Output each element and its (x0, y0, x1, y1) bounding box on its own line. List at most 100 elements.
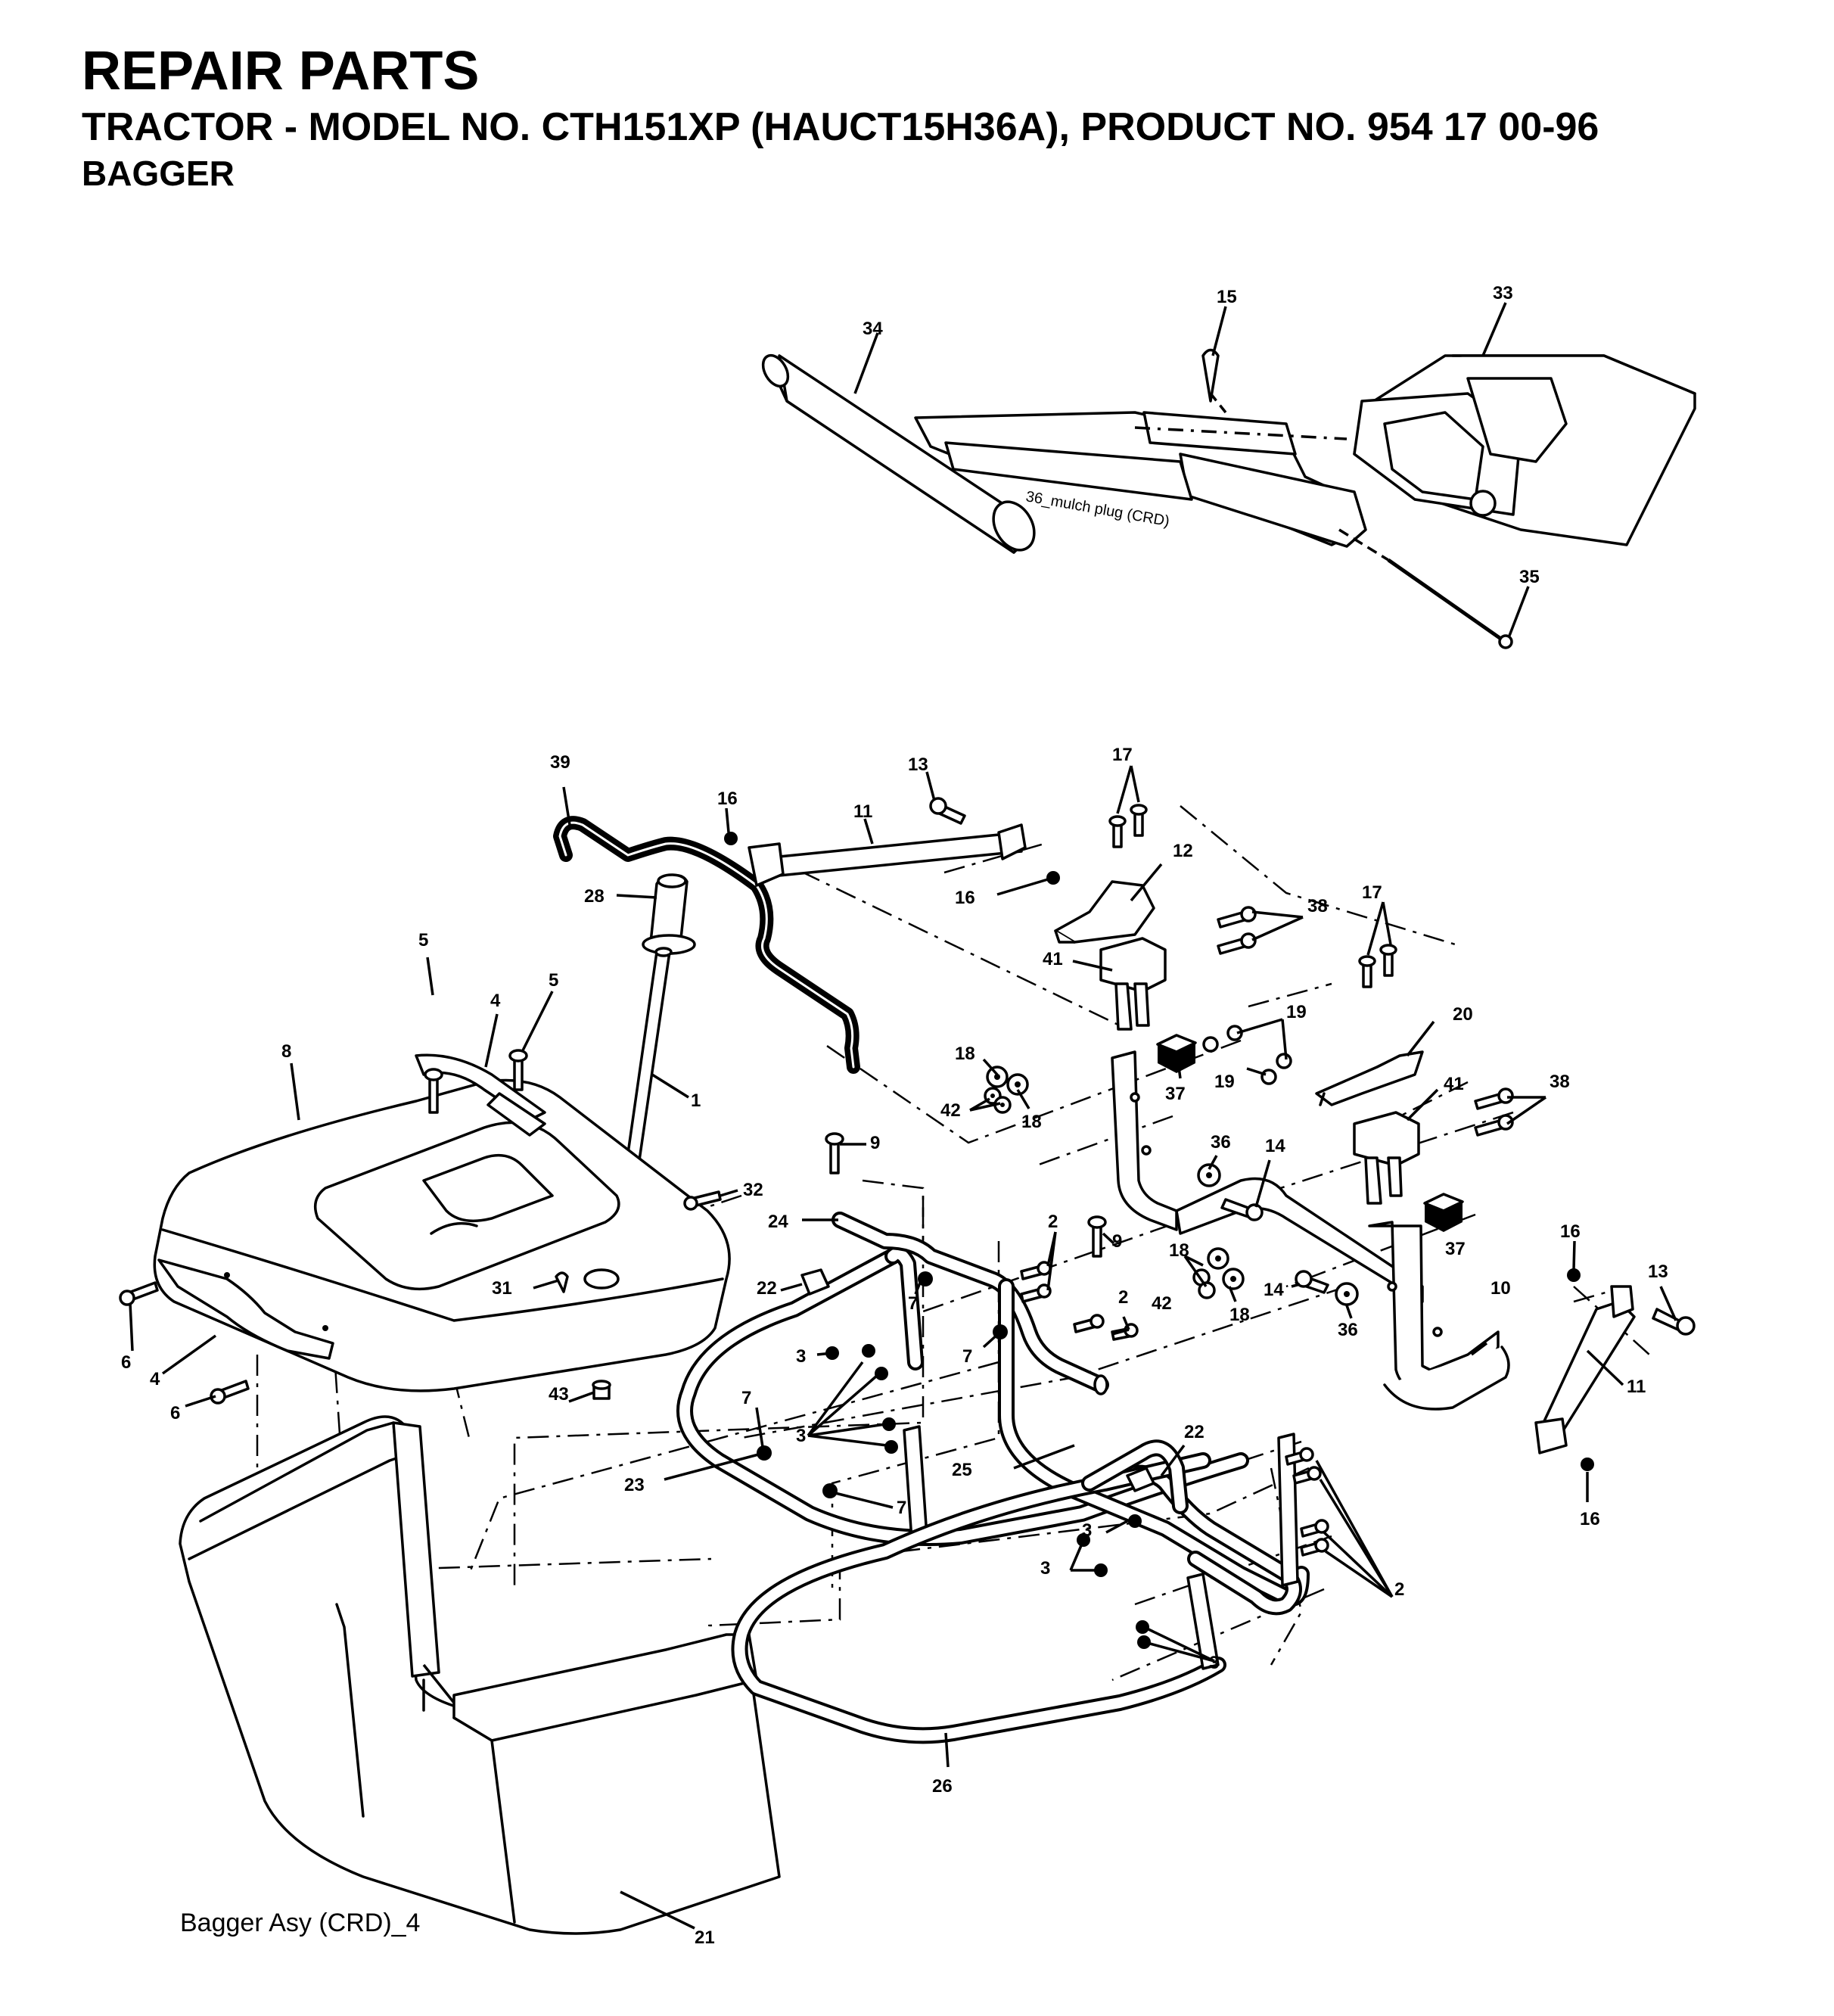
callout-36: 36 (1211, 1132, 1231, 1153)
part-34-handle-tube (761, 353, 1036, 554)
callout-6: 6 (170, 1403, 180, 1423)
callout-31: 31 (492, 1278, 512, 1299)
part-39-handle-rod (553, 816, 860, 1074)
callout-37: 37 (1445, 1239, 1466, 1259)
callout-36: 36 (1338, 1320, 1358, 1340)
callout-numbers: 34 15 33 35 39 16 13 11 16 17 12 38 17 2… (121, 283, 1668, 1948)
callout-leaders (129, 302, 1677, 1930)
callout-2: 2 (1394, 1579, 1404, 1600)
part-11-brace-upper (748, 823, 1027, 887)
callout-28: 28 (584, 886, 605, 907)
callout-5: 5 (418, 930, 428, 950)
callout-16: 16 (717, 789, 738, 809)
callout-42: 42 (940, 1100, 961, 1121)
part-4-lid-handle (415, 1053, 546, 1137)
callout-5: 5 (549, 970, 558, 991)
part-12-bracket-plate (1054, 880, 1155, 944)
callout-1: 1 (691, 1090, 701, 1111)
page-title: REPAIR PARTS (82, 41, 480, 101)
section-title: BAGGER (82, 154, 235, 193)
callout-33: 33 (1493, 283, 1513, 303)
callout-15: 15 (1217, 287, 1237, 307)
callout-43: 43 (549, 1384, 569, 1405)
callout-11: 11 (1627, 1377, 1646, 1397)
callout-9: 9 (1112, 1231, 1122, 1252)
part-20-bracket-plate (1315, 1050, 1424, 1106)
callout-42: 42 (1152, 1293, 1172, 1314)
callout-4: 4 (150, 1369, 160, 1389)
callout-37: 37 (1165, 1084, 1186, 1104)
callout-32: 32 (743, 1180, 763, 1200)
callout-41: 41 (1444, 1074, 1464, 1094)
callout-16: 16 (1580, 1509, 1600, 1529)
diagram-footer-caption: Bagger Asy (CRD)_4 (180, 1909, 421, 1937)
callout-41: 41 (1043, 949, 1063, 969)
callout-3: 3 (796, 1426, 806, 1446)
callout-4: 4 (490, 991, 501, 1011)
part-10-support-frame (1111, 1050, 1510, 1411)
callout-14: 14 (1265, 1136, 1285, 1156)
callout-24: 24 (768, 1212, 788, 1232)
callout-26: 26 (932, 1776, 953, 1797)
callout-23: 23 (624, 1475, 645, 1495)
callout-19: 19 (1286, 1002, 1307, 1022)
callout-9: 9 (870, 1133, 880, 1153)
part-28-grip (642, 873, 696, 955)
callout-16: 16 (955, 888, 975, 908)
part-21-grass-bag (179, 1415, 781, 1935)
callout-19: 19 (1214, 1072, 1235, 1092)
callout-22: 22 (1184, 1422, 1205, 1442)
part-4-side-handle (157, 1258, 334, 1360)
callout-34: 34 (863, 319, 883, 339)
callout-17: 17 (1362, 882, 1382, 903)
callout-2: 2 (1048, 1212, 1058, 1232)
callout-17: 17 (1112, 745, 1133, 765)
callout-2: 2 (1118, 1287, 1128, 1308)
part-26-frame (731, 1439, 1226, 1744)
callout-16: 16 (1560, 1221, 1581, 1242)
part-23-frame (676, 1245, 1249, 1546)
callout-38: 38 (1550, 1072, 1570, 1092)
callout-7: 7 (897, 1498, 906, 1518)
callout-18: 18 (1021, 1112, 1042, 1132)
callout-25: 25 (952, 1460, 972, 1480)
callout-18: 18 (955, 1044, 975, 1064)
callout-12: 12 (1173, 841, 1193, 861)
mulch-plug-body (914, 411, 1367, 548)
callout-8: 8 (281, 1041, 291, 1062)
part-41-bracket-lower (1353, 1111, 1420, 1205)
callout-11: 11 (853, 801, 872, 822)
model-subtitle: TRACTOR - MODEL NO. CTH151XP (HAUCT15H36… (82, 105, 1599, 149)
callout-38: 38 (1307, 896, 1328, 916)
page-header: REPAIR PARTS TRACTOR - MODEL NO. CTH151X… (82, 39, 1599, 195)
callout-18: 18 (1169, 1240, 1189, 1261)
part-33-chute-adapter (1353, 354, 1696, 546)
callout-7: 7 (962, 1346, 972, 1367)
callout-35: 35 (1519, 567, 1540, 587)
part-11-brace-lower (1534, 1285, 1636, 1454)
callout-18: 18 (1229, 1305, 1250, 1325)
part-35-pin (1387, 558, 1503, 642)
callout-7: 7 (908, 1293, 918, 1314)
part-41-bracket-upper (1099, 937, 1167, 1031)
callout-22: 22 (757, 1278, 777, 1299)
part-25-frame (998, 1278, 1310, 1616)
callout-3: 3 (1209, 1653, 1219, 1673)
callout-3: 3 (1082, 1520, 1092, 1541)
part-8-bagger-lid (153, 1078, 731, 1392)
callout-21: 21 (695, 1927, 715, 1948)
part-15-hairpin (1201, 348, 1220, 403)
callout-3: 3 (1040, 1558, 1050, 1579)
mulch-plug-assembly: 36_mulch plug (CRD) (761, 348, 1696, 649)
callout-39: 39 (550, 752, 570, 773)
hardware (119, 797, 1696, 1649)
callout-20: 20 (1453, 1004, 1473, 1025)
callout-7: 7 (741, 1388, 751, 1408)
callout-14: 14 (1264, 1280, 1284, 1300)
callout-13: 13 (908, 754, 928, 775)
callout-10: 10 (1491, 1278, 1511, 1299)
callout-13: 13 (1648, 1262, 1668, 1282)
callout-6: 6 (121, 1352, 131, 1373)
callout-3: 3 (796, 1346, 806, 1367)
